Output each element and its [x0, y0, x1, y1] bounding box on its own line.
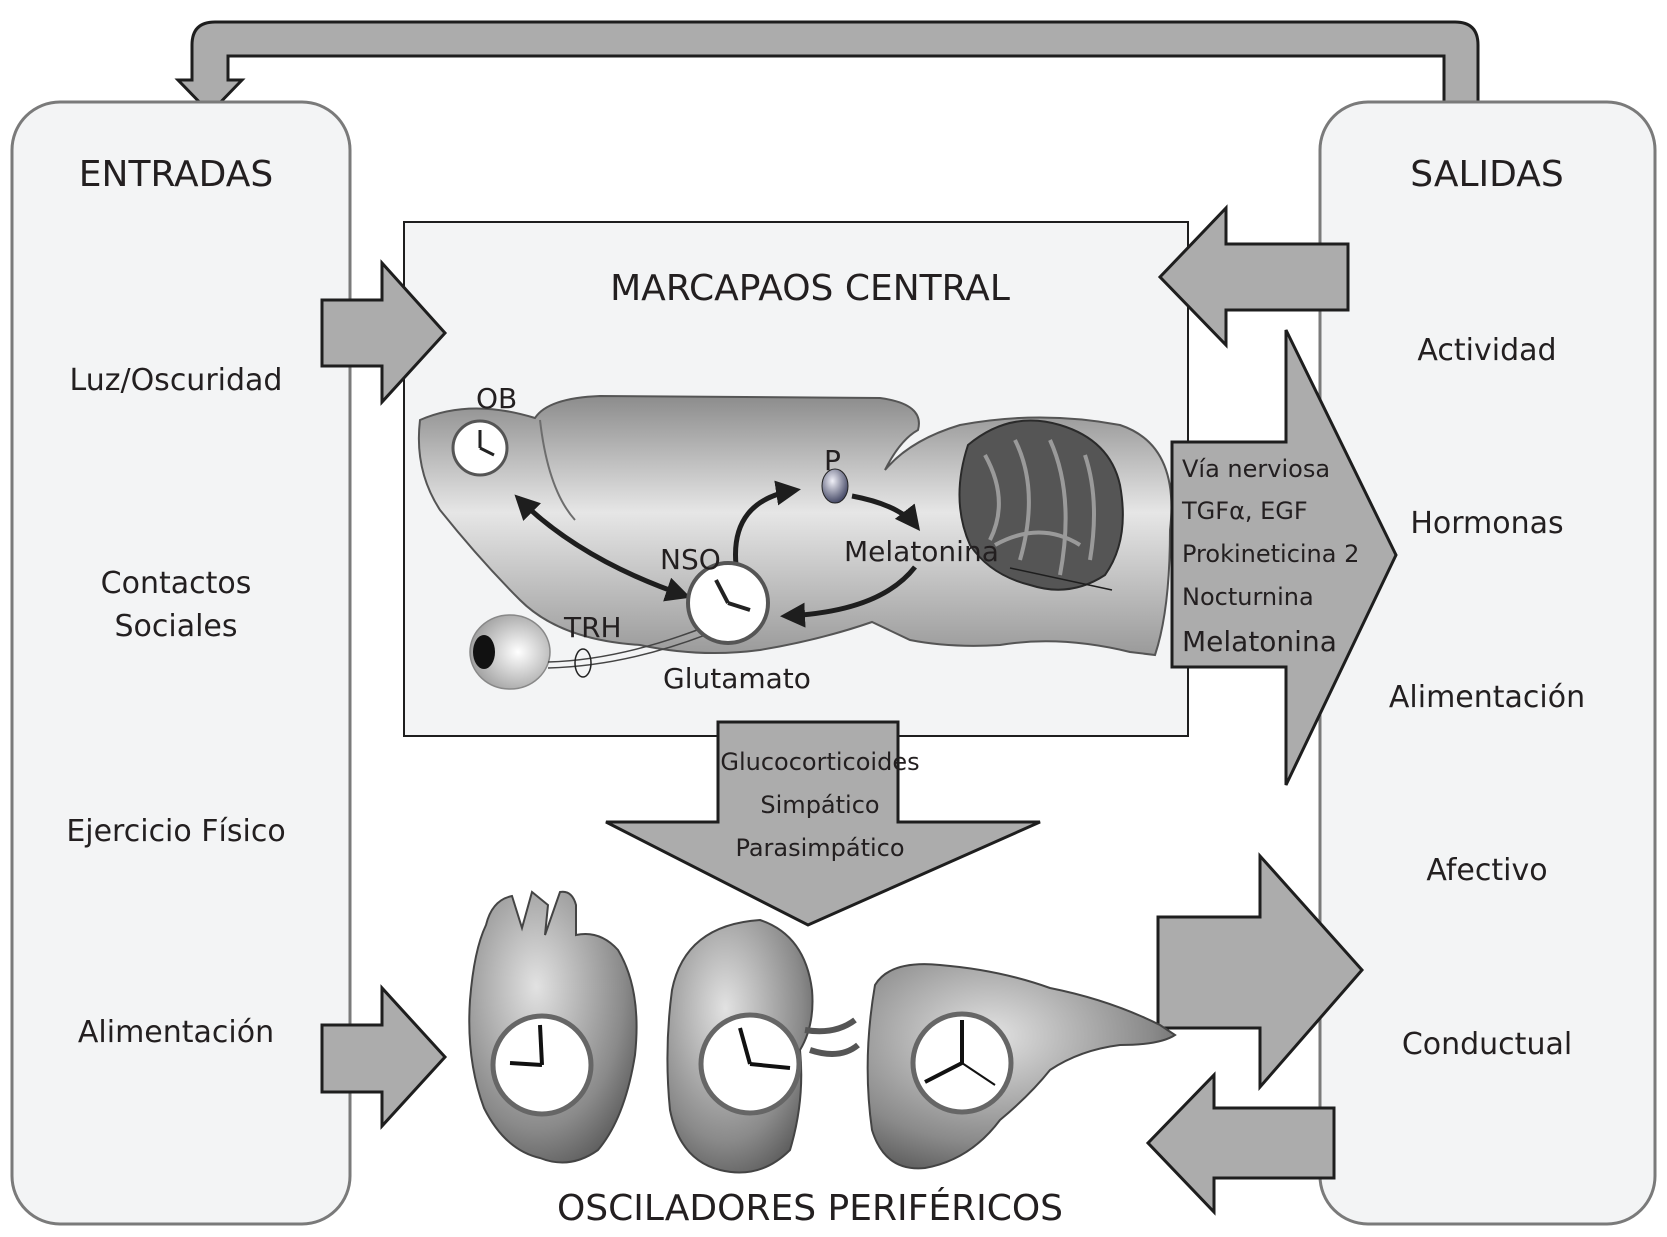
kidney-icon	[666, 918, 860, 1174]
brain-illustration	[417, 394, 1173, 690]
output-item-activity: Actividad	[1417, 333, 1556, 368]
feedback-arrow-peripheral	[1145, 1071, 1336, 1216]
peripheral-title: OSCILADORES PERIFÉRICOS	[557, 1187, 1063, 1229]
pathway-tgf: TGFα, EGF	[1181, 497, 1308, 525]
feedback-arrow-central	[1157, 204, 1350, 349]
central-title: MARCAPAOS CENTRAL	[610, 268, 1010, 309]
feedback-arrow	[174, 20, 1480, 116]
inputs-title: ENTRADAS	[79, 154, 273, 195]
label-nso: NSO	[660, 543, 721, 576]
central-output-arrow	[1170, 329, 1398, 786]
output-item-behavioral: Conductual	[1402, 1027, 1572, 1062]
output-item-feeding: Alimentación	[1389, 680, 1585, 715]
heart-icon	[468, 890, 638, 1164]
label-p: P	[824, 444, 841, 477]
pathway-neural: Vía nerviosa	[1182, 455, 1330, 483]
pathway-parasympathetic: Parasimpático	[735, 834, 904, 862]
input-arrow-food	[320, 984, 448, 1130]
pathway-sympathetic: Simpático	[760, 791, 879, 819]
label-glutamato: Glutamato	[663, 662, 811, 695]
clock-ob-icon	[451, 419, 509, 477]
output-item-hormones: Hormonas	[1410, 506, 1563, 541]
pathway-prokineticin: Prokineticina 2	[1182, 540, 1359, 568]
pathway-nocturnin: Nocturnina	[1182, 583, 1314, 611]
peripheral-output-arrow	[1156, 852, 1365, 1092]
inputs-panel	[10, 100, 352, 1226]
pathway-glucocorticoids: Glucocorticoides	[720, 748, 919, 776]
input-item-exercise: Ejercicio Físico	[66, 814, 285, 849]
input-item-social-1: Contactos	[101, 566, 252, 601]
input-item-light: Luz/Oscuridad	[70, 363, 283, 398]
label-ob: OB	[476, 382, 517, 415]
label-trh: TRH	[563, 611, 622, 644]
input-arrow-light	[320, 259, 448, 406]
input-item-social-2: Sociales	[114, 609, 237, 644]
outputs-title: SALIDAS	[1410, 154, 1563, 195]
liver-icon	[866, 963, 1177, 1170]
pathway-melatonin: Melatonina	[1182, 625, 1337, 658]
down-arrow-peripheral	[605, 720, 1041, 927]
output-item-affective: Afectivo	[1426, 853, 1547, 888]
clock-nso-icon	[686, 561, 770, 645]
input-item-food: Alimentación	[78, 1015, 274, 1050]
label-melatonina: Melatonina	[844, 535, 999, 568]
